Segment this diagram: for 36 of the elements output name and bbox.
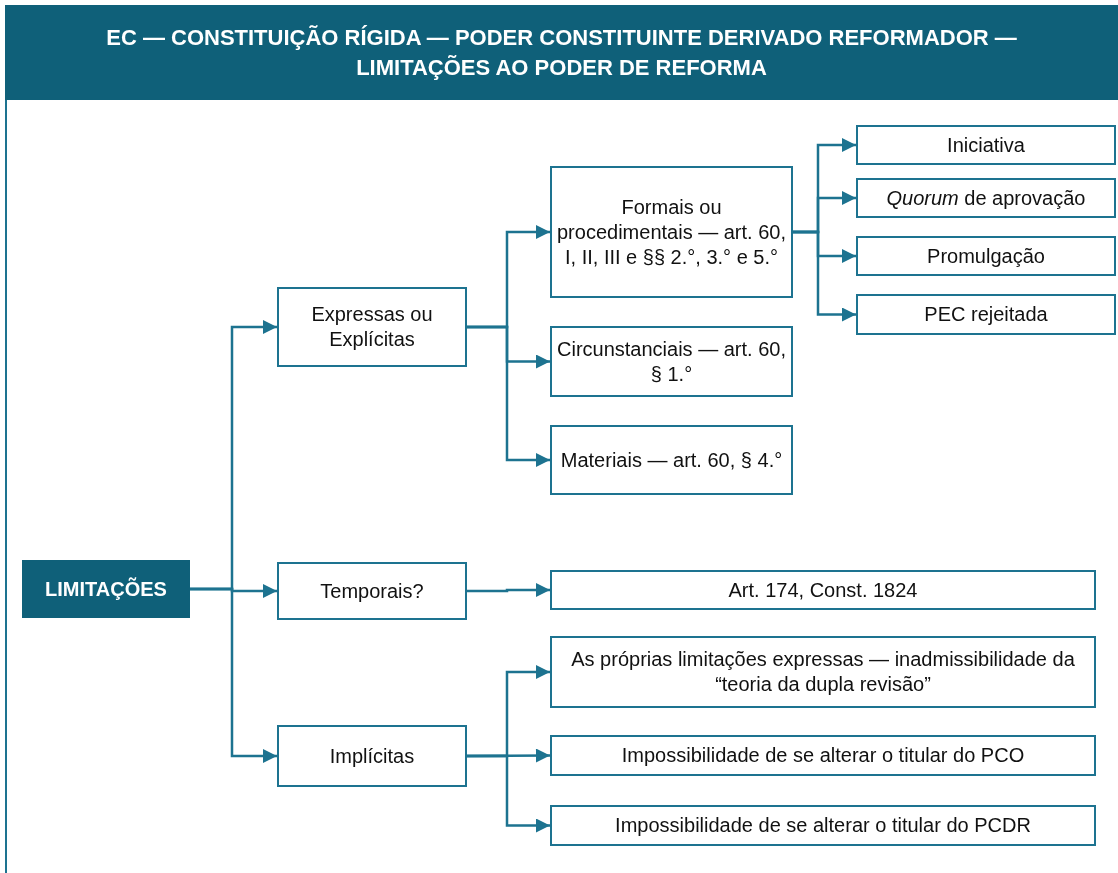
arrow [467,754,550,833]
arrow [793,230,856,322]
topic-box [277,562,467,620]
topic-box [550,636,1096,708]
node-label: Impossibilidade de se alterar o titular do PCDR [615,813,1031,838]
topic-box [550,735,1096,776]
topic-box [277,287,467,367]
arrow [467,325,550,467]
topic-box [550,425,793,495]
node-label: Quorum de aprovação [886,185,1086,211]
node-label: Expressas ou Explícitas [310,302,434,352]
node-label: Implícitas [329,743,415,769]
diagram-title: EC — CONSTITUIÇÃO RÍGIDA — PODER CONSTITUINTE DERIVADO REFORMADOR — LIMITAÇÕES AO PODER DE REFORMA [5,5,1118,100]
topic-box [856,178,1116,218]
node-label: Circunstanciais — art. 60, § 1.° [556,336,787,387]
node-label: LIMITAÇÕES [45,576,167,602]
node-label: PEC rejeitada [924,302,1048,327]
topic-box [856,294,1116,335]
arrow [190,587,277,763]
node-label: Formais ou procedimentais — art. 60, I, II, III e §§ 2.°, 3.° e 5.° [556,194,787,270]
root-box [22,560,190,618]
node-label: Art. 174, Const. 1824 [728,577,918,603]
node-label: Iniciativa [947,132,1025,158]
node-label: Impossibilidade de se alterar o titular do PCO [621,743,1025,768]
topic-box [277,725,467,787]
arrow [467,583,550,597]
topic-box [856,125,1116,165]
node-label: As próprias limitações expressas — inadmissibilidade da “teoria da dupla revisão” [570,647,1076,697]
node-label: Temporais? [320,578,424,604]
topic-box [856,236,1116,276]
topic-box [550,166,793,298]
topic-box [550,805,1096,846]
topic-box [550,570,1096,610]
node-label: Materiais — art. 60, § 4.° [560,447,783,473]
topic-box [550,326,793,397]
node-label: Promulgação [927,243,1045,269]
